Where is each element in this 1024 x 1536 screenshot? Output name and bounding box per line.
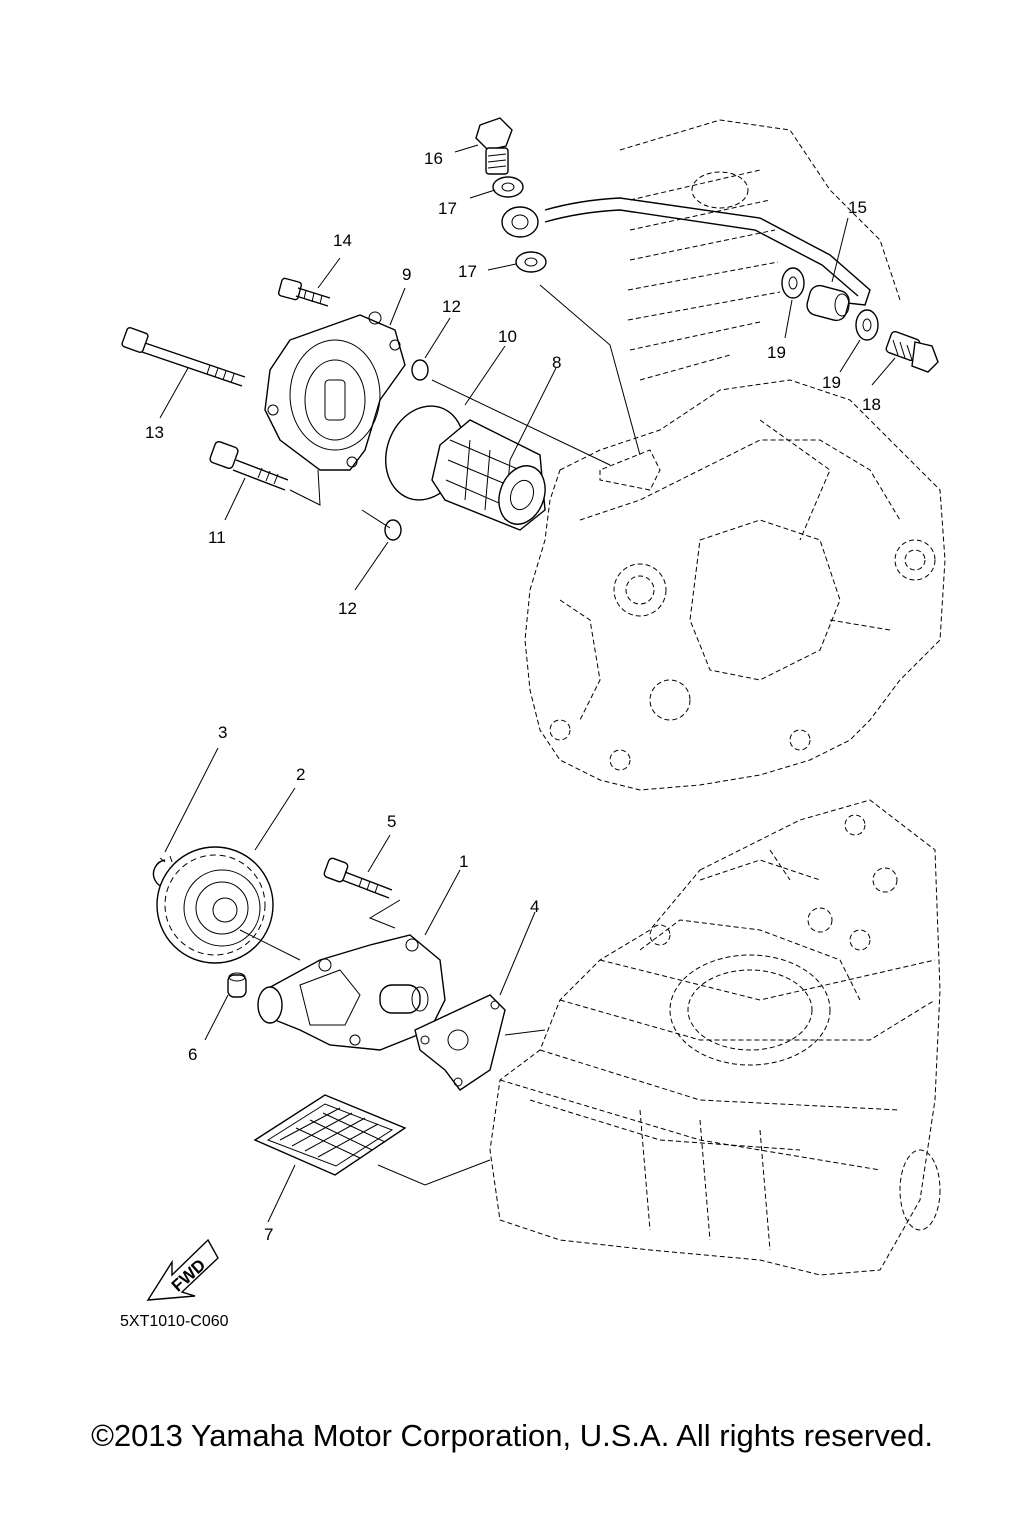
gasket-17-lower (515, 251, 547, 273)
callout-2: 2 (296, 765, 305, 784)
fwd-arrow-icon: FWD (146, 1238, 219, 1301)
pump-driven-gear-2 (156, 846, 274, 964)
callout-11: 11 (208, 528, 226, 547)
callout-1: 1 (459, 852, 468, 871)
oil-filter-cover-9 (264, 311, 406, 471)
callout-10: 10 (498, 327, 517, 346)
bolt-11 (209, 440, 289, 491)
leader-lines (159, 144, 896, 1223)
callout-12: 12 (442, 297, 461, 316)
gasket-17-upper (492, 176, 524, 198)
callout-19: 19 (822, 373, 841, 392)
oil-delivery-pipe (501, 197, 871, 322)
bolt-14 (277, 277, 331, 307)
gasket-19-left (781, 267, 805, 299)
bolt-13 (121, 326, 246, 387)
callout-7: 7 (264, 1225, 273, 1244)
pump-gasket-4 (414, 994, 506, 1091)
callout-18: 18 (862, 395, 881, 414)
callout-13: 13 (145, 423, 164, 442)
lower-crankcase-outline (489, 799, 941, 1276)
collar-6 (227, 972, 247, 998)
callout-5: 5 (387, 812, 396, 831)
callout-4: 4 (530, 897, 539, 916)
oil-filter-element-8 (431, 419, 546, 531)
callout-9: 9 (402, 265, 411, 284)
callout-12: 12 (338, 599, 357, 618)
oil-strainer-7 (253, 1094, 407, 1176)
o-ring-12-lower (384, 519, 402, 541)
oil-pump-assembly-1 (257, 934, 446, 1051)
callout-19: 19 (767, 343, 786, 362)
copyright-notice: ©2013 Yamaha Motor Corporation, U.S.A. A… (91, 1418, 933, 1453)
o-ring-12-upper (411, 359, 429, 381)
callout-3: 3 (218, 723, 227, 742)
upper-crankcase-outline (524, 119, 946, 791)
bolt-5 (323, 857, 393, 899)
gasket-19-right (855, 309, 879, 341)
callout-16: 16 (424, 149, 443, 168)
callout-14: 14 (333, 231, 352, 250)
callout-17: 17 (458, 262, 477, 281)
callout-6: 6 (188, 1045, 197, 1064)
diagram-code: 5XT1010-C060 (120, 1313, 229, 1330)
union-bolt-16 (475, 117, 513, 175)
union-bolt-18 (885, 330, 939, 373)
callout-labels: 16 17 17 15 14 9 12 10 8 19 19 18 13 11 … (145, 149, 881, 1244)
callout-15: 15 (848, 198, 867, 217)
callout-8: 8 (552, 353, 561, 372)
callout-17: 17 (438, 199, 457, 218)
